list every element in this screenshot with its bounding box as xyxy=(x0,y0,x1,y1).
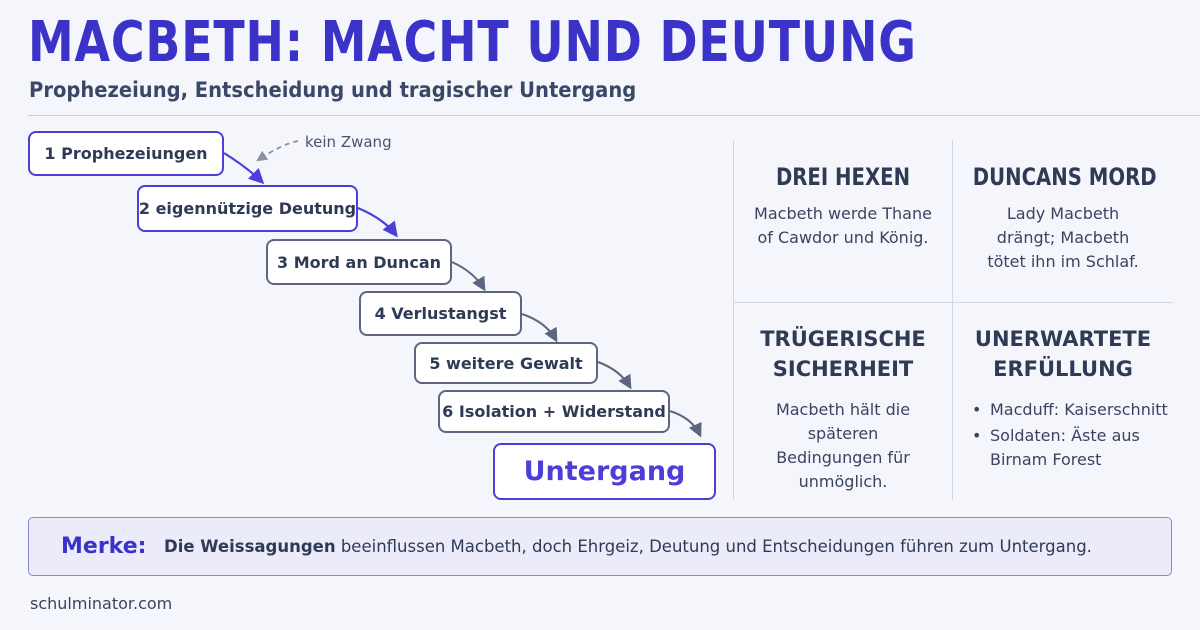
flow-step-1: 1 Prophezeiungen xyxy=(28,131,224,176)
flow-step-2-label: 2 eigennützige Deutung xyxy=(138,199,357,218)
card-truegerische-sicherheit-text: Macbeth hält die späteren Bedingungen fü… xyxy=(775,400,911,491)
arrow-2-3 xyxy=(357,206,398,238)
card-truegerische-sicherheit-title: TRÜGERISCHE SICHERHEIT xyxy=(760,327,926,381)
arrow-4-5 xyxy=(521,313,558,343)
card-unerwartete-erfuellung-title: UNERWARTETE ERFÜLLUNG xyxy=(974,327,1152,381)
flow-step-5-label: 5 weitere Gewalt xyxy=(429,353,583,373)
merke-label: Merke: xyxy=(61,534,147,559)
card-unerwartete-erfuellung: UNERWARTETE ERFÜLLUNG Macduff: Kaisersch… xyxy=(953,324,1173,472)
flow-arrows xyxy=(223,140,702,438)
list-item: Soldaten: Äste aus Birnam Forest xyxy=(970,424,1170,472)
flow-step-4: 4 Verlustangst xyxy=(359,291,522,336)
flow-step-3-label: 3 Mord an Duncan xyxy=(276,252,442,272)
card-drei-hexen-title: DREI HEXEN xyxy=(775,163,911,191)
arrow-1-2 xyxy=(223,152,265,185)
card-drei-hexen-text: Macbeth werde Thane of Cawdor und König. xyxy=(754,204,932,247)
card-unerwartete-erfuellung-list: Macduff: Kaiserschnitt Soldaten: Äste au… xyxy=(970,398,1170,472)
footer-site: schulminator.com xyxy=(30,594,173,613)
info-grid: DREI HEXEN Macbeth werde Thane of Cawdor… xyxy=(733,140,1173,500)
flow-step-4-label: 4 Verlustangst xyxy=(374,304,507,323)
card-truegerische-sicherheit: TRÜGERISCHE SICHERHEIT Macbeth hält die … xyxy=(733,324,953,494)
note-arrow xyxy=(256,140,299,162)
flow-step-1-label: 1 Prophezeiungen xyxy=(44,144,208,163)
note-kein-zwang: kein Zwang xyxy=(305,133,392,151)
page-subtitle: Prophezeiung, Entscheidung und tragische… xyxy=(29,78,637,102)
flow-diagram: 1 Prophezeiungen 2 eigennützige Deutung … xyxy=(0,0,730,510)
flow-step-5: 5 weitere Gewalt xyxy=(414,342,598,384)
card-drei-hexen: DREI HEXEN Macbeth werde Thane of Cawdor… xyxy=(733,162,953,250)
list-item: Macduff: Kaiserschnitt xyxy=(970,398,1170,422)
grid-left-divider xyxy=(733,140,734,500)
arrow-5-6 xyxy=(597,361,632,390)
flow-step-3: 3 Mord an Duncan xyxy=(266,239,452,285)
card-duncans-mord-title: DUNCANS MORD xyxy=(972,163,1157,191)
arrow-3-4 xyxy=(451,261,486,292)
merke-box: Merke: Die Weissagungen beeinflussen Mac… xyxy=(28,517,1172,576)
page-title: MACBETH: MACHT UND DEUTUNG xyxy=(28,10,917,75)
merke-body: beeinflussen Macbeth, doch Ehrgeiz, Deut… xyxy=(340,537,1092,556)
flow-step-2: 2 eigennützige Deutung xyxy=(137,185,358,232)
flow-final-untergang: Untergang xyxy=(493,443,716,500)
merke-text: Die Weissagungen beeinflussen Macbeth, d… xyxy=(164,518,1092,576)
grid-center-divider xyxy=(952,140,953,500)
header-divider xyxy=(28,115,1200,116)
flow-step-6: 6 Isolation + Widerstand xyxy=(438,390,670,433)
card-duncans-mord-text: Lady Macbeth drängt; Macbeth tötet ihn i… xyxy=(987,204,1139,271)
card-duncans-mord: DUNCANS MORD Lady Macbeth drängt; Macbet… xyxy=(953,162,1173,274)
grid-row-divider xyxy=(733,302,1173,303)
flow-step-6-label: 6 Isolation + Widerstand xyxy=(442,402,666,421)
flow-final-label: Untergang xyxy=(523,456,686,487)
arrow-6-final xyxy=(669,410,702,438)
merke-strong: Die Weissagungen xyxy=(164,537,336,556)
